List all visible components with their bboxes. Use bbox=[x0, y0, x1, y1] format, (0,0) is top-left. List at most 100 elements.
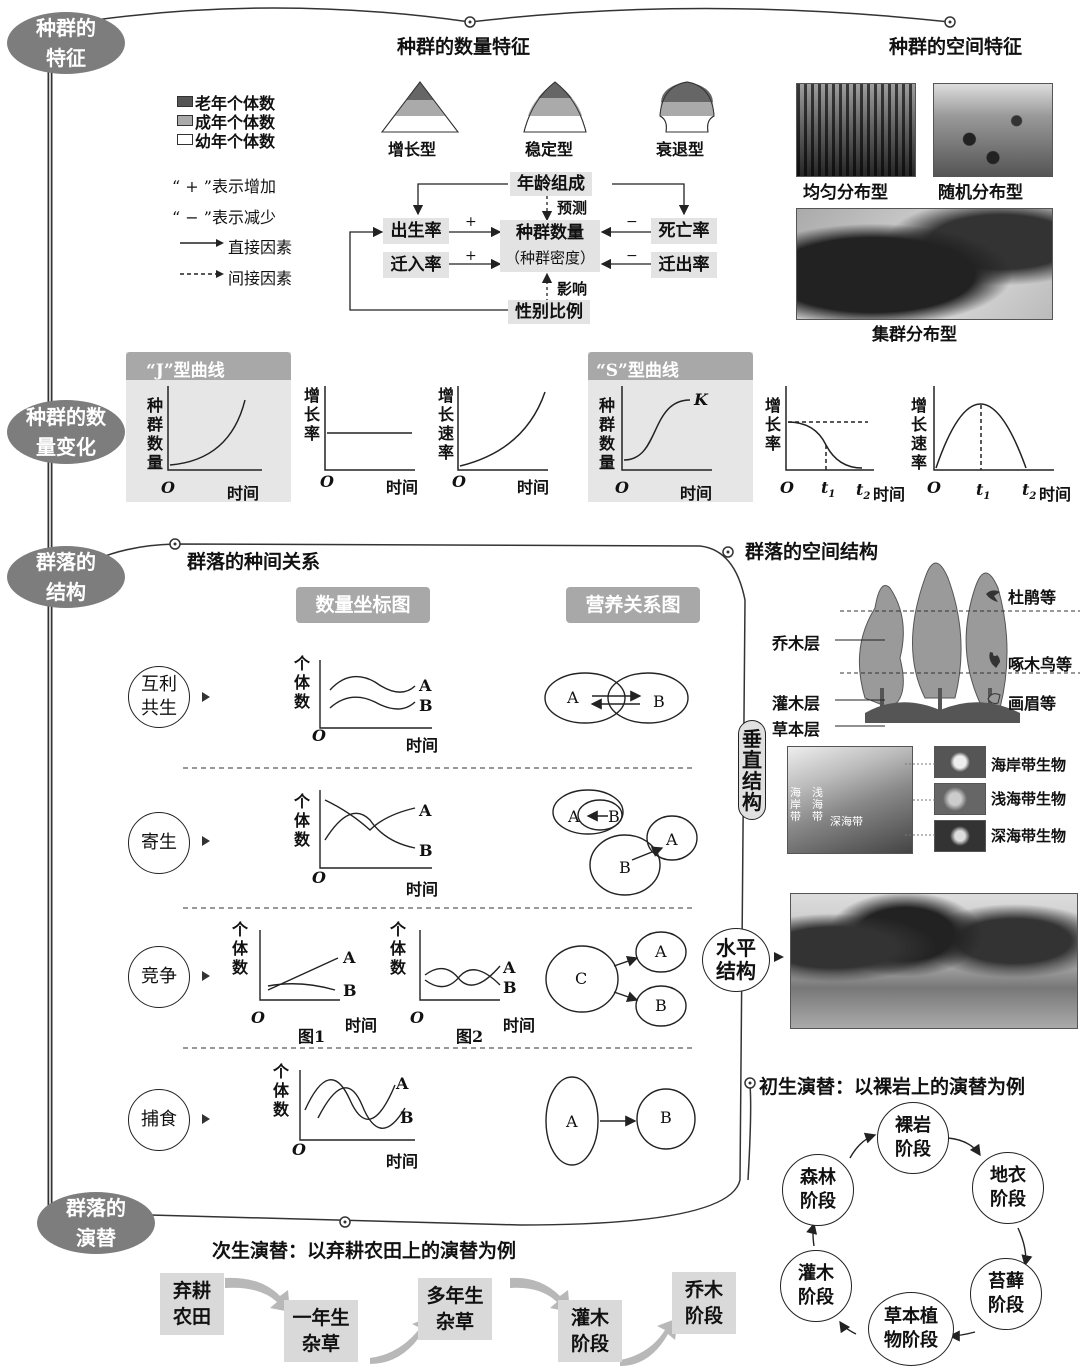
mutualism-node-b: B bbox=[653, 692, 665, 711]
mutualism-node-a: A bbox=[567, 688, 579, 707]
stage-shrub: 灌木阶段 bbox=[780, 1250, 852, 1322]
s-speed-x-label: 时间 bbox=[1039, 485, 1072, 504]
minus-sign-death: − bbox=[626, 214, 638, 230]
sea-pointer-lines bbox=[905, 763, 935, 836]
mutualism-a: A bbox=[419, 676, 432, 695]
row-parasitism: 寄生 bbox=[128, 812, 190, 874]
s-rate-t2: t2 bbox=[856, 480, 871, 503]
competition2-y-label: 个体数 bbox=[389, 920, 406, 977]
s-curve-title: “S”型曲线 bbox=[596, 361, 679, 381]
node-population-density: 种群数量 （种群密度） bbox=[500, 220, 600, 272]
symbol-plus-note: “ + ”表示增加 bbox=[172, 177, 276, 196]
pyramid-decline-label: 衰退型 bbox=[656, 140, 705, 159]
parasitism-x-label: 时间 bbox=[406, 880, 439, 899]
bird-thrush-label: 画眉等 bbox=[1008, 694, 1057, 713]
stage-tree: 乔木阶段 bbox=[672, 1272, 736, 1334]
competition-fig1-label: 图1 bbox=[298, 1027, 326, 1046]
row-mutualism: 互利共生 bbox=[128, 666, 190, 728]
parasitism-node-b1: B bbox=[608, 807, 620, 826]
node-death-rate: 死亡率 bbox=[651, 218, 717, 244]
symbol-direct-note: 直接因素 bbox=[228, 238, 293, 257]
s-speed-t2: t2 bbox=[1022, 480, 1037, 503]
parasitism-b: B bbox=[419, 841, 433, 860]
clumped-distribution-photo bbox=[796, 208, 1053, 320]
competition-node-a: A bbox=[655, 942, 667, 961]
stage-herb: 草本植物阶段 bbox=[868, 1292, 954, 1366]
j-y-label: 种群数量 bbox=[146, 396, 163, 472]
stage-bare-rock: 裸岩阶段 bbox=[877, 1102, 949, 1174]
spatial-features-title: 种群的空间特征 bbox=[889, 36, 1023, 58]
j-x-label: 时间 bbox=[227, 484, 260, 503]
mutualism-origin: O bbox=[312, 726, 326, 745]
parasitism-a: A bbox=[419, 801, 432, 820]
parasitism-node-b2: B bbox=[619, 858, 631, 877]
row-predation: 捕食 bbox=[128, 1089, 190, 1151]
col-trophic-header: 营养关系图 bbox=[566, 587, 700, 623]
competition-node-c: C bbox=[575, 969, 588, 988]
s-rate-x-label: 时间 bbox=[873, 485, 906, 504]
horizontal-pointer-arrow bbox=[774, 952, 784, 962]
topic-community-succession: 群落的演替 bbox=[37, 1192, 155, 1254]
s-k-label: K bbox=[694, 390, 708, 409]
mutualism-x-label: 时间 bbox=[406, 736, 439, 755]
j-rate-origin: O bbox=[320, 472, 334, 491]
predation-origin: O bbox=[292, 1140, 306, 1159]
predation-node-b: B bbox=[660, 1108, 672, 1127]
legend-adult-label: 成年个体数 bbox=[195, 113, 276, 132]
s-rate-t1: t1 bbox=[821, 478, 836, 501]
node-influence: 影响 bbox=[557, 280, 588, 298]
bird-cuckoo-label: 杜鹃等 bbox=[1008, 588, 1057, 607]
thrush-icon bbox=[987, 693, 1001, 704]
node-predict: 预测 bbox=[557, 199, 588, 217]
predation-x-label: 时间 bbox=[386, 1152, 419, 1171]
predation-b: B bbox=[400, 1108, 414, 1127]
topic-population-features: 种群的特征 bbox=[7, 12, 125, 74]
uniform-distribution-label: 均匀分布型 bbox=[803, 183, 888, 203]
random-distribution-photo bbox=[933, 83, 1053, 177]
competition1-b: B bbox=[343, 981, 357, 1000]
legend-young-label: 幼年个体数 bbox=[195, 132, 276, 151]
plus-sign-birth: + bbox=[465, 214, 477, 230]
bird-woodpecker-label: 啄木鸟等 bbox=[1008, 655, 1073, 674]
competition-fig2-label: 图2 bbox=[456, 1027, 484, 1046]
random-distribution-label: 随机分布型 bbox=[938, 183, 1023, 203]
s-curve-title-bar bbox=[588, 352, 753, 380]
node-immigration-rate: 迁入率 bbox=[383, 252, 449, 278]
stage-lichen: 地衣阶段 bbox=[972, 1152, 1044, 1224]
symbol-minus-note: “ − ”表示减少 bbox=[172, 208, 276, 227]
competition2-a: A bbox=[503, 958, 516, 977]
stage-annual-weeds: 一年生杂草 bbox=[284, 1300, 358, 1362]
secondary-succession-title: 次生演替：以弃耕农田上的演替为例 bbox=[212, 1240, 517, 1262]
parasitism-node-a2: A bbox=[666, 830, 678, 849]
spatial-structure-title: 群落的空间结构 bbox=[745, 541, 879, 563]
predation-y-label: 个体数 bbox=[272, 1062, 289, 1119]
cuckoo-icon bbox=[986, 590, 1000, 602]
horizontal-structure-photo bbox=[790, 893, 1078, 1029]
primary-succession-title: 初生演替：以裸岩上的演替为例 bbox=[759, 1076, 1026, 1098]
interspecific-graphs bbox=[259, 660, 698, 1166]
interspecific-title: 群落的种间关系 bbox=[187, 551, 321, 573]
quantity-features-title: 种群的数量特征 bbox=[397, 36, 531, 58]
sea-zones-illustration: 海岸带 浅海带 深海带 bbox=[787, 746, 913, 854]
pyramid-growth-label: 增长型 bbox=[388, 140, 437, 159]
mutualism-b: B bbox=[419, 696, 433, 715]
s-speed-t1: t1 bbox=[976, 480, 991, 503]
legend-adult-swatch bbox=[177, 115, 193, 126]
s-x-label: 时间 bbox=[680, 484, 713, 503]
pyramid-growth-icon bbox=[380, 81, 460, 133]
quantity-flow-arrows bbox=[349, 183, 690, 311]
deep-organism-photo bbox=[934, 820, 986, 852]
s-speed-y-label: 增长速率 bbox=[910, 396, 927, 472]
clumped-distribution-label: 集群分布型 bbox=[872, 325, 957, 345]
node-birth-rate: 出生率 bbox=[383, 218, 449, 244]
j-speed-origin: O bbox=[452, 472, 466, 491]
node-age-structure: 年龄组成 bbox=[510, 172, 592, 196]
layer-shrub-label: 灌木层 bbox=[772, 694, 821, 713]
s-origin: O bbox=[615, 478, 629, 497]
symbol-indirect-note: 间接因素 bbox=[228, 269, 293, 288]
forest-layers-illustration bbox=[840, 562, 1080, 723]
pyramid-decline-icon bbox=[659, 81, 715, 133]
competition-node-b: B bbox=[655, 996, 667, 1015]
j-origin: O bbox=[161, 478, 175, 497]
pyramid-stable-icon bbox=[523, 81, 587, 133]
